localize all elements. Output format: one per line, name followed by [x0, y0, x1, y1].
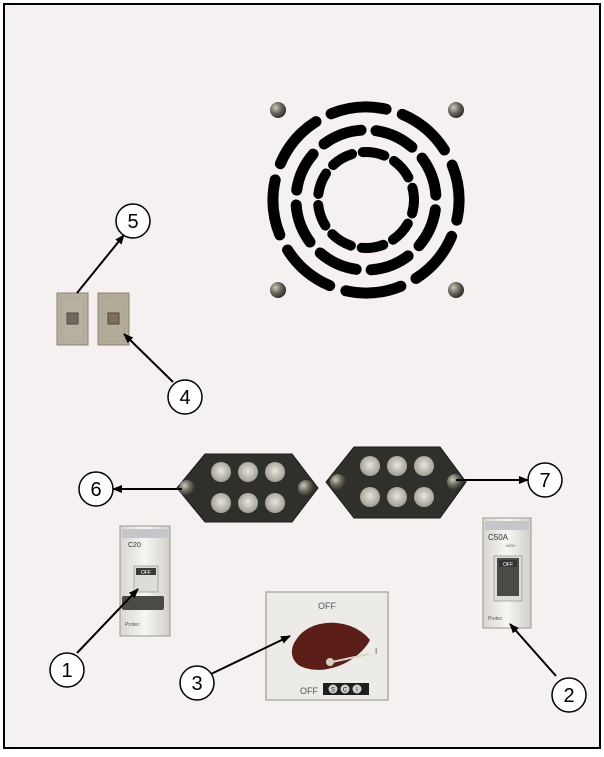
terminal-screw: [360, 456, 380, 476]
switch-badge: S: [331, 688, 335, 694]
callout-1: 1: [50, 653, 84, 687]
breaker-voltage: 400V: [506, 543, 516, 548]
fan-screw: [270, 282, 286, 298]
rocker-switch-right[interactable]: [98, 293, 129, 345]
breaker-rating: C20: [128, 542, 141, 549]
callout-5: 5: [116, 204, 150, 238]
terminal-block-left: [177, 454, 318, 522]
switch-label-bottom: OFF: [300, 686, 318, 696]
terminal-screw: [387, 456, 407, 476]
mounting-bolt: [298, 480, 314, 496]
mounting-bolt: [330, 474, 346, 490]
terminal-screw: [387, 487, 407, 507]
terminal-screw: [238, 462, 258, 482]
switch-label-side: I: [375, 647, 377, 656]
svg-text:2: 2: [563, 685, 574, 707]
mounting-bolt: [447, 474, 463, 490]
breaker-rating: C50A: [488, 533, 509, 542]
svg-text:5: 5: [127, 211, 138, 233]
svg-text:3: 3: [191, 673, 202, 695]
breaker-state: OFF: [503, 562, 513, 568]
rotary-isolator-switch[interactable]: OFF I OFF S C I: [266, 592, 388, 700]
callout-6: 6: [79, 472, 113, 506]
switch-badge: C: [343, 688, 348, 694]
terminal-screw: [360, 487, 380, 507]
svg-text:4: 4: [179, 387, 190, 409]
terminal-block-right: [326, 447, 466, 518]
svg-text:7: 7: [539, 470, 550, 492]
fan-screw: [448, 102, 464, 118]
circuit-breaker-left[interactable]: C20 OFF Protec: [120, 526, 170, 636]
switch-label-top: OFF: [318, 601, 336, 611]
circuit-breaker-right[interactable]: C50A 400V OFF Protec: [483, 518, 531, 628]
terminal-screw: [265, 462, 285, 482]
terminal-screw: [238, 493, 258, 513]
fan-screw: [270, 102, 286, 118]
callout-7: 7: [528, 463, 562, 497]
terminal-screw: [211, 493, 231, 513]
rocker-switch-left[interactable]: [57, 293, 88, 345]
svg-text:6: 6: [90, 479, 101, 501]
fan-screw: [448, 282, 464, 298]
terminal-screw: [414, 487, 434, 507]
terminal-screw: [211, 462, 231, 482]
callout-4: 4: [168, 380, 202, 414]
switch-hub: [326, 658, 334, 666]
breaker-brand: Protec: [125, 622, 140, 628]
breaker-state: OFF: [141, 570, 151, 576]
svg-text:1: 1: [61, 660, 72, 682]
terminal-screw: [265, 493, 285, 513]
callout-2: 2: [552, 678, 586, 712]
callout-3: 3: [180, 666, 214, 700]
terminal-screw: [414, 456, 434, 476]
breaker-brand: Protec: [488, 616, 503, 622]
